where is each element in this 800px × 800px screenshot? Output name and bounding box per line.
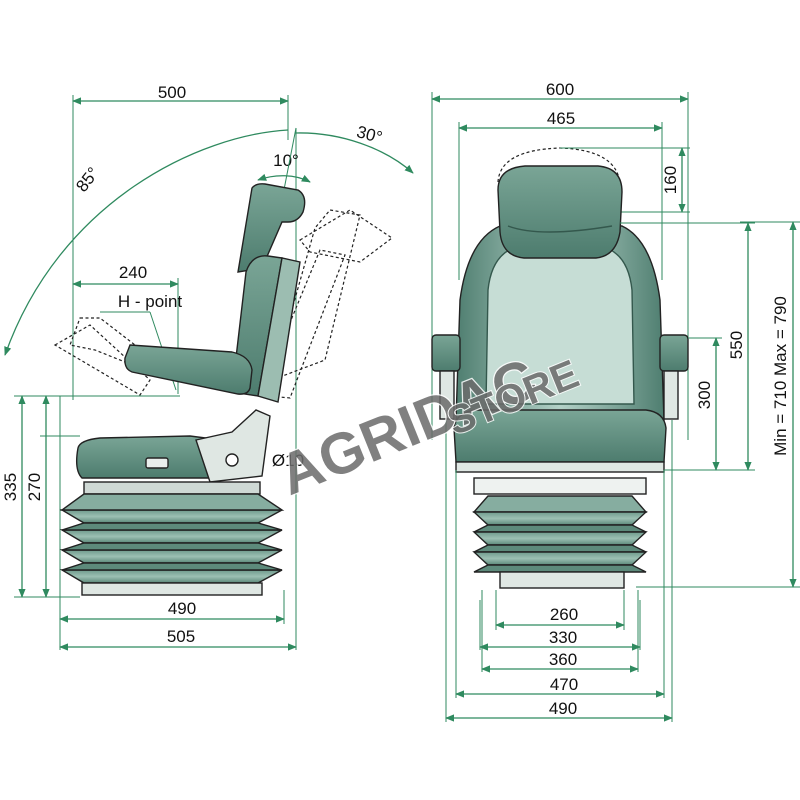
side-view: 500 85° 30° 10° 240 H - point bbox=[1, 83, 414, 651]
height-range: Min = 710 Max = 790 bbox=[771, 296, 790, 456]
angle-30: 30° bbox=[355, 122, 385, 147]
armrest-300: 300 bbox=[695, 381, 714, 409]
base-505: 505 bbox=[167, 627, 195, 646]
angle-85: 85° bbox=[72, 164, 103, 196]
height-335: 335 bbox=[1, 473, 20, 501]
front-width-360: 360 bbox=[549, 650, 577, 669]
front-view: 600 465 160 bbox=[431, 80, 800, 722]
front-width-330: 330 bbox=[549, 628, 577, 647]
front-width-260: 260 bbox=[550, 605, 578, 624]
backrest-550: 550 bbox=[727, 331, 746, 359]
diameter-label: Ø10 bbox=[272, 451, 304, 470]
front-bellows bbox=[472, 495, 648, 589]
headrest-160: 160 bbox=[661, 166, 680, 194]
angle-10: 10° bbox=[273, 151, 299, 170]
hpoint-240: 240 bbox=[119, 263, 147, 282]
seat-badge-icon bbox=[145, 457, 169, 469]
hpoint-label: H - point bbox=[118, 292, 183, 311]
side-width-500: 500 bbox=[158, 83, 186, 102]
front-width-600: 600 bbox=[546, 80, 574, 99]
height-270: 270 bbox=[25, 473, 44, 501]
side-bellows bbox=[59, 493, 285, 596]
front-width-490: 490 bbox=[549, 699, 577, 718]
front-width-470: 470 bbox=[550, 675, 578, 694]
front-width-465: 465 bbox=[547, 109, 575, 128]
base-490: 490 bbox=[168, 599, 196, 618]
